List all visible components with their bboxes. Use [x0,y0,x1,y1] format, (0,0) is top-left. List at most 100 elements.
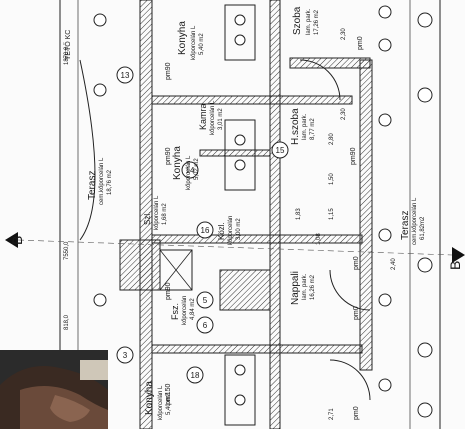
elevator-shaft [159,249,193,291]
marker-3: 3 [123,351,128,360]
label-terasz-right-sub: cem.kőporcelán L [412,197,418,245]
overlay-photo-graphic [0,350,108,429]
door-swing-1 [299,59,341,101]
label-teto: TETŐ KC [63,30,72,60]
label-kamra-sub: kőporcelán L [210,100,216,135]
pm-right-2: pm90 [350,147,357,165]
stove-burner-1 [234,14,246,26]
marker-14: 14 [186,166,195,175]
section-arrow-right [452,247,465,263]
dim-230-a: 2,30 [341,28,347,40]
shaft-block [219,269,271,311]
stove-burner-3 [234,134,246,146]
pm-right-4: pm0 [353,306,360,320]
label-konyha-top-area: 5,40 m2 [199,33,205,55]
door-swing-2 [329,269,371,311]
label-konyha-bottom-sub: kőporcelán L [158,385,164,420]
label-konyha-mid-sub: kőporcelán L [186,155,192,190]
section-arrow-left [5,232,18,248]
marker-5: 5 [203,296,208,305]
shaft-cross-2 [159,249,193,291]
room-labels: TETŐ KC 1870,0 7550,0 818,0 Szoba lam. p… [9,6,463,420]
label-hszoba: H.szoba [290,108,301,145]
overlay-photo [0,350,108,429]
label-nappali-sub: lam. park. [302,273,308,300]
label-szoba-top: Szoba [292,6,303,35]
label-kozl-area: 3,00 m2 [236,218,242,240]
label-kamra-area: 3,01 m2 [218,108,224,130]
label-kozl: Közl. [217,222,226,240]
dim-240: 2,40 [391,258,397,270]
wall-partition-1 [199,149,271,157]
dim-183: 1,83 [296,208,302,220]
label-kamra: Kamra [198,103,208,130]
label-szl: Szl. [143,212,152,225]
wall-horizontal-1 [151,95,353,105]
section-line [17,239,453,256]
label-terasz-left-sub: cem.kőporcelán L [99,157,105,205]
label-fsz-sub: kőporcelán [182,296,188,325]
kitchen-counter-top [224,4,256,61]
kitchen-counter-bottom [224,354,256,426]
kitchen-counter-mid [224,119,256,191]
marker-15: 15 [276,146,285,155]
dim-150: 1,50 [329,173,335,185]
label-terasz-right: Terasz [400,211,411,240]
label-szoba-top-sub: lam. park. [306,8,312,35]
wall-horizontal-2 [151,234,363,244]
pm-right-5: pm0 [353,406,360,420]
label-konyha-mid-area: 5,02 m2 [194,158,200,180]
stove-burner-5 [234,364,246,376]
label-szl-sub: kőporcelán L [154,195,160,230]
pm-right-1: pm0 [357,36,364,50]
marker-16: 16 [201,226,210,235]
wall-main-left [139,0,153,429]
door-swing-3 [329,359,371,401]
label-kozl-sub: kőporcelán [228,216,234,245]
dim-7550: 7550,0 [64,241,70,260]
dim-115: 1,15 [329,208,335,220]
wall-main-right [359,59,373,371]
right-markers [378,5,433,418]
label-szoba-top-area: 17,26 m2 [314,9,320,35]
label-fsz-area: 4,84 m2 [190,298,196,320]
label-terasz-left: Terasz [87,171,98,200]
marker-6: 6 [203,321,208,330]
label-konyha-top-sub: kőporcelán L [191,25,197,60]
label-terasz-right-area: 61,82m2 [420,216,426,240]
pm-left-1: pm90 [165,62,172,80]
pm-right-3: pm0 [353,256,360,270]
wall-main-center [269,0,281,429]
wall-horizontal-3 [151,344,363,354]
stove-burner-2 [234,34,246,46]
label-konyha-bottom: Konyha [144,381,155,415]
section-b-left: B [9,236,25,245]
dim-271: 2,71 [329,408,335,420]
chimney-block [119,239,161,291]
label-konyha-top: Konyha [177,21,188,55]
dim-818: 818,0 [64,314,70,330]
label-nappali: Nappali [290,271,301,305]
pm-left-4: pm150 [165,383,172,405]
section-b-right: B [447,261,463,270]
label-hszoba-sub: lam. park. [302,113,308,140]
dim-1870: 1870,0 [64,46,70,65]
dim-108: 1,08 [316,233,322,245]
label-hszoba-area: 8,77 m2 [310,118,316,140]
pm-left-3: pm90 [165,282,172,300]
marker-18: 18 [191,371,200,380]
room-markers: 13 15 14 16 5 6 3 18 [116,66,289,384]
pm-left-2: pm90 [165,147,172,165]
terrace-curve [79,59,96,241]
label-szl-area: 1,68 m2 [162,203,168,225]
label-konyha-bottom-area: 5,40 m2 [166,393,172,415]
label-fsz: Fsz. [170,303,180,320]
dim-230-b: 2,30 [341,108,347,120]
dim-280: 2,80 [329,133,335,145]
stove-burner-4 [234,159,246,171]
stove-burner-6 [234,394,246,406]
label-terasz-left-area: 18,76 m2 [107,169,113,195]
marker-13: 13 [121,71,130,80]
label-nappali-area: 16,26 m2 [310,274,316,300]
label-konyha-mid: Konyha [172,146,183,180]
